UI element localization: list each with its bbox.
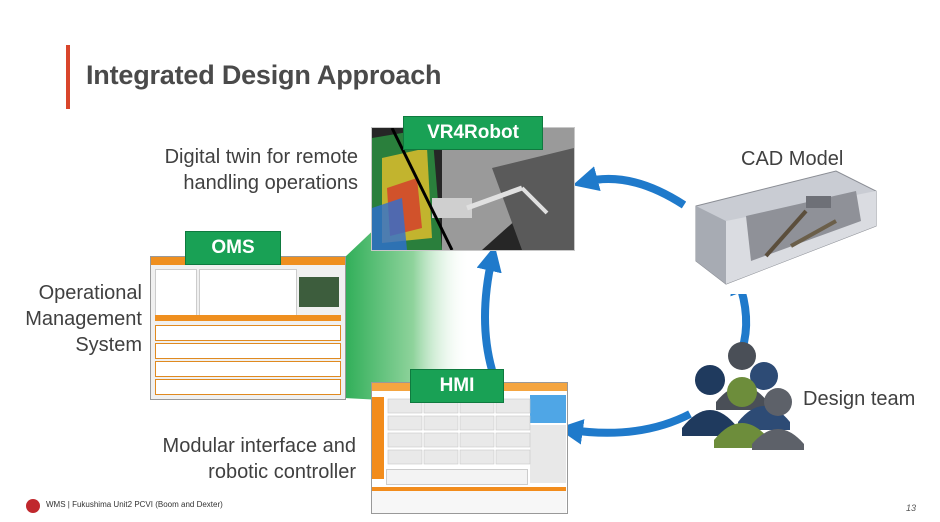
hmi-table xyxy=(372,487,566,513)
vr4robot-tag: VR4Robot xyxy=(403,116,543,150)
hmi-joint-grid xyxy=(387,398,531,465)
hmi-control-bar xyxy=(386,469,528,485)
oms-row xyxy=(155,379,341,395)
oms-header-strip xyxy=(155,315,341,321)
oms-tag: OMS xyxy=(185,231,281,265)
title-accent-bar xyxy=(66,45,70,109)
arrow-hmi-to-vr xyxy=(476,245,502,372)
oms-description-line2: Management xyxy=(25,308,142,330)
hmi-side-panel xyxy=(530,425,566,483)
oms-text-box xyxy=(199,269,297,316)
oms-row xyxy=(155,343,341,359)
vr-description-line2: handling operations xyxy=(183,172,358,194)
page-number: 13 xyxy=(905,503,916,513)
oms-description-line1: Operational xyxy=(38,282,142,304)
hmi-status-panel xyxy=(530,395,566,423)
oms-info-box xyxy=(155,269,197,316)
arrow-cad-to-vr xyxy=(572,166,687,209)
vr-description: Digital twin for remote handling operati… xyxy=(130,144,358,196)
oms-thumbnail xyxy=(299,277,339,307)
oms-description: Operational Management System xyxy=(10,280,142,358)
hmi-leftcol xyxy=(372,397,384,479)
page-title: Integrated Design Approach xyxy=(86,60,442,90)
people-icon xyxy=(682,342,804,450)
hmi-tag: HMI xyxy=(410,369,504,403)
oms-screenshot xyxy=(150,256,346,400)
footer-text: WMS | Fukushima Unit2 PCVI (Boom and Dex… xyxy=(46,500,223,509)
hmi-description: Modular interface and robotic controller xyxy=(120,433,356,485)
vr-description-line1: Digital twin for remote xyxy=(164,146,358,168)
oms-row xyxy=(155,325,341,341)
hmi-description-line1: Modular interface and xyxy=(162,435,356,457)
oms-row xyxy=(155,361,341,377)
company-logo-icon xyxy=(26,499,40,513)
cad-box-icon xyxy=(695,170,877,285)
cad-model-image xyxy=(686,166,878,294)
hmi-description-line2: robotic controller xyxy=(208,461,356,483)
arrow-team-to-hmi xyxy=(557,410,692,445)
cad-label: CAD Model xyxy=(741,148,844,170)
oms-description-line3: System xyxy=(75,334,142,356)
design-team-label: Design team xyxy=(803,388,916,410)
